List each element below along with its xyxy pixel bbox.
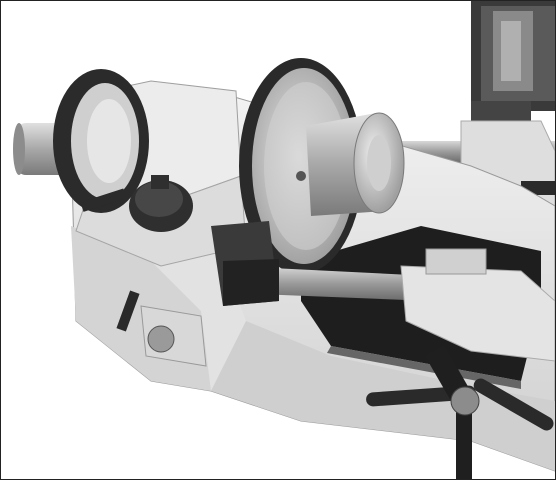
control-switch-box: [116, 290, 207, 367]
rear-chuck: [53, 69, 149, 213]
carriage-handwheel: [366, 344, 554, 479]
die-head: [471, 1, 555, 141]
oil-filler-cap: [129, 175, 193, 232]
rod-bracket: [211, 221, 279, 306]
carriage-block: [400, 248, 555, 362]
workpiece-pipe: [306, 112, 405, 216]
front-guide-rod: [231, 266, 431, 301]
